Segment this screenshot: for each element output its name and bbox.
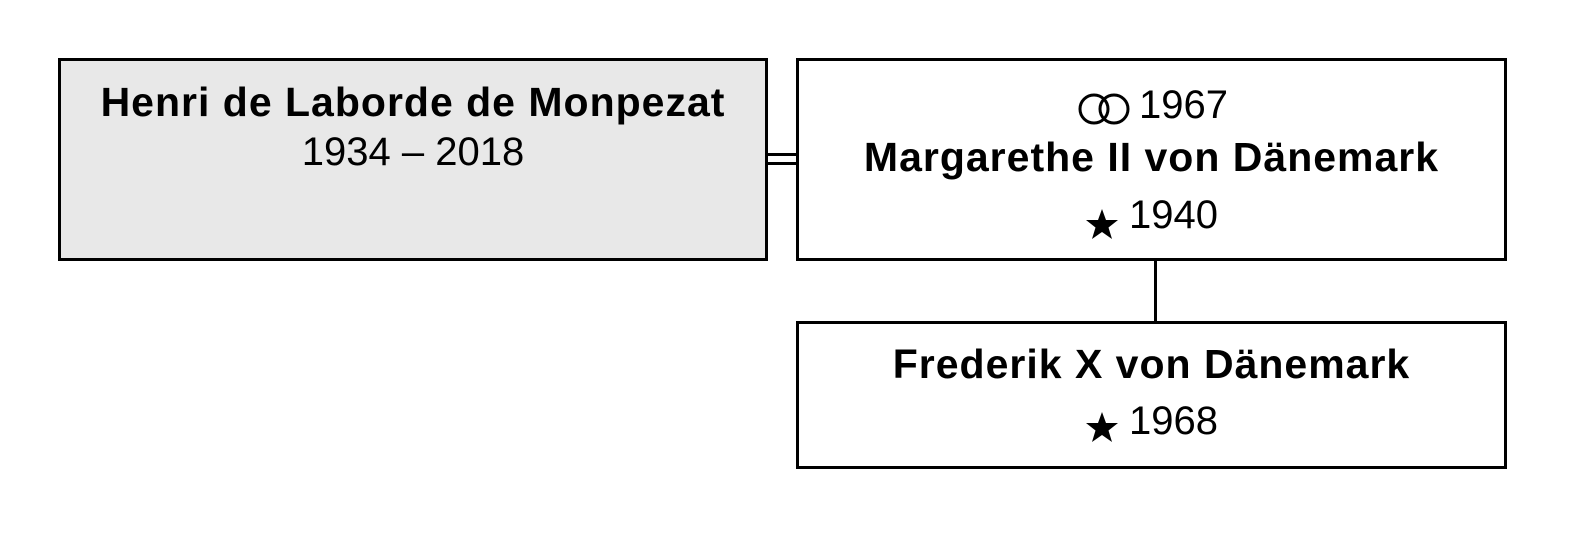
- descent-connector: [1154, 261, 1157, 322]
- person-name: Frederik X von Dänemark: [892, 341, 1411, 387]
- marriage-line: 1967: [799, 79, 1504, 131]
- star-icon: [1085, 196, 1119, 240]
- person-name: Margarethe II von Dänemark: [863, 134, 1440, 180]
- person-box-margarethe: 1967 Margarethe II von Dänemark 1940: [796, 58, 1507, 261]
- marriage-year: 1967: [1139, 83, 1228, 127]
- birth-year: 1968: [1129, 399, 1218, 443]
- person-name: Henri de Laborde de Monpezat: [100, 79, 726, 125]
- birth-line: 1940: [799, 183, 1504, 247]
- person-box-frederik: Frederik X von Dänemark 1968: [796, 321, 1507, 469]
- marriage-connector-top: [768, 153, 798, 156]
- birth-line: 1968: [799, 392, 1504, 450]
- birth-year: 1940: [1129, 193, 1218, 237]
- wedding-rings-icon: [1075, 87, 1133, 125]
- person-lifespan: 1934 – 2018: [301, 130, 525, 174]
- person-box-henri: Henri de Laborde de Monpezat 1934 – 2018: [58, 58, 768, 261]
- star-icon: [1085, 402, 1119, 443]
- marriage-connector-bottom: [768, 162, 798, 165]
